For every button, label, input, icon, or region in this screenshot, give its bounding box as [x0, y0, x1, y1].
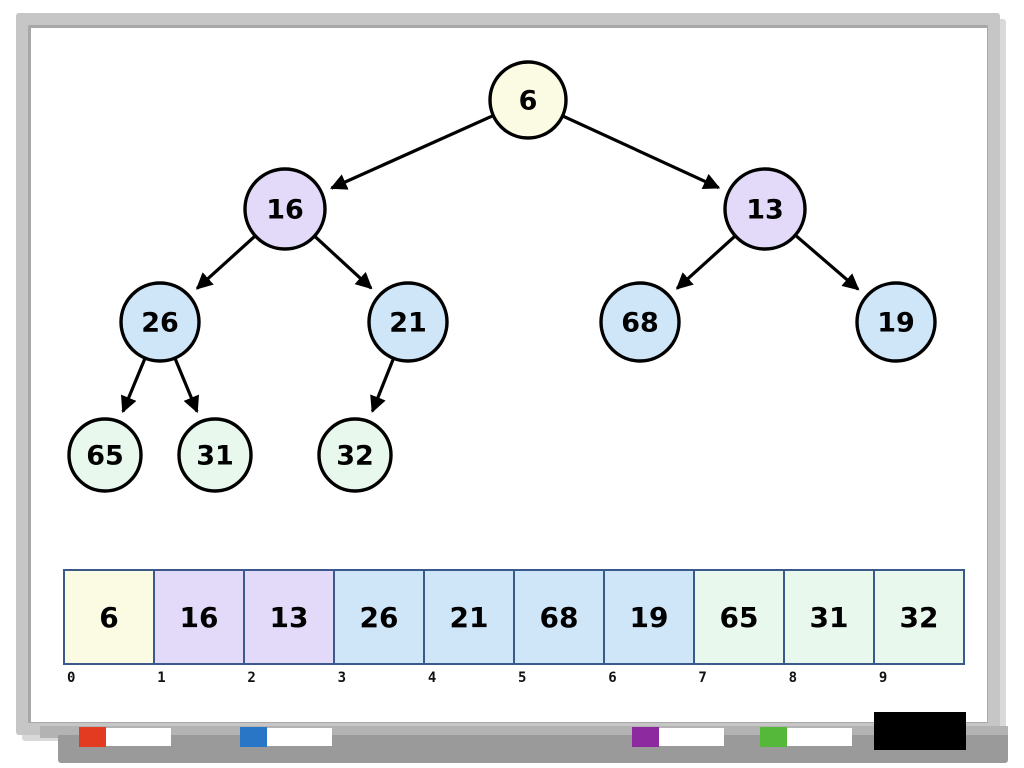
array-cell-3[interactable]: 26	[335, 571, 425, 663]
red-marker[interactable]	[79, 727, 171, 747]
purple-marker-cap	[632, 727, 659, 747]
green-marker-cap	[760, 727, 787, 747]
marker-tray	[58, 735, 1008, 763]
array-cell-6[interactable]: 19	[605, 571, 695, 663]
array-index-5: 5	[518, 670, 527, 686]
array-cell-4[interactable]: 21	[425, 571, 515, 663]
array-index-4: 4	[427, 670, 437, 686]
array-index-8: 8	[788, 670, 798, 686]
red-marker-cap	[79, 727, 106, 747]
array-cell-5[interactable]: 68	[515, 571, 605, 663]
purple-marker[interactable]	[632, 727, 724, 747]
array-index-3: 3	[337, 670, 347, 686]
array-index-9: 9	[878, 670, 888, 686]
array-cell-8[interactable]: 31	[785, 571, 875, 663]
array-index-1: 1	[157, 670, 166, 686]
green-marker[interactable]	[760, 727, 852, 747]
array-cell-9[interactable]: 32	[875, 571, 963, 663]
array-index-2: 2	[247, 670, 256, 686]
red-marker-body	[106, 728, 171, 746]
eraser[interactable]	[874, 712, 966, 750]
green-marker-body	[787, 728, 852, 746]
blue-marker-cap	[240, 727, 267, 747]
array-index-0: 0	[67, 670, 76, 686]
array-cell-2[interactable]: 13	[245, 571, 335, 663]
array-cell-0[interactable]: 6	[65, 571, 155, 663]
heap-array-index-row: 0 1 2 3 4 5 6 7 8 9	[63, 670, 965, 690]
array-cell-7[interactable]: 65	[695, 571, 785, 663]
blue-marker[interactable]	[240, 727, 332, 747]
blue-marker-body	[267, 728, 332, 746]
purple-marker-body	[659, 728, 724, 746]
array-index-6: 6	[608, 670, 617, 686]
array-index-7: 7	[698, 670, 707, 686]
array-cell-1[interactable]: 16	[155, 571, 245, 663]
